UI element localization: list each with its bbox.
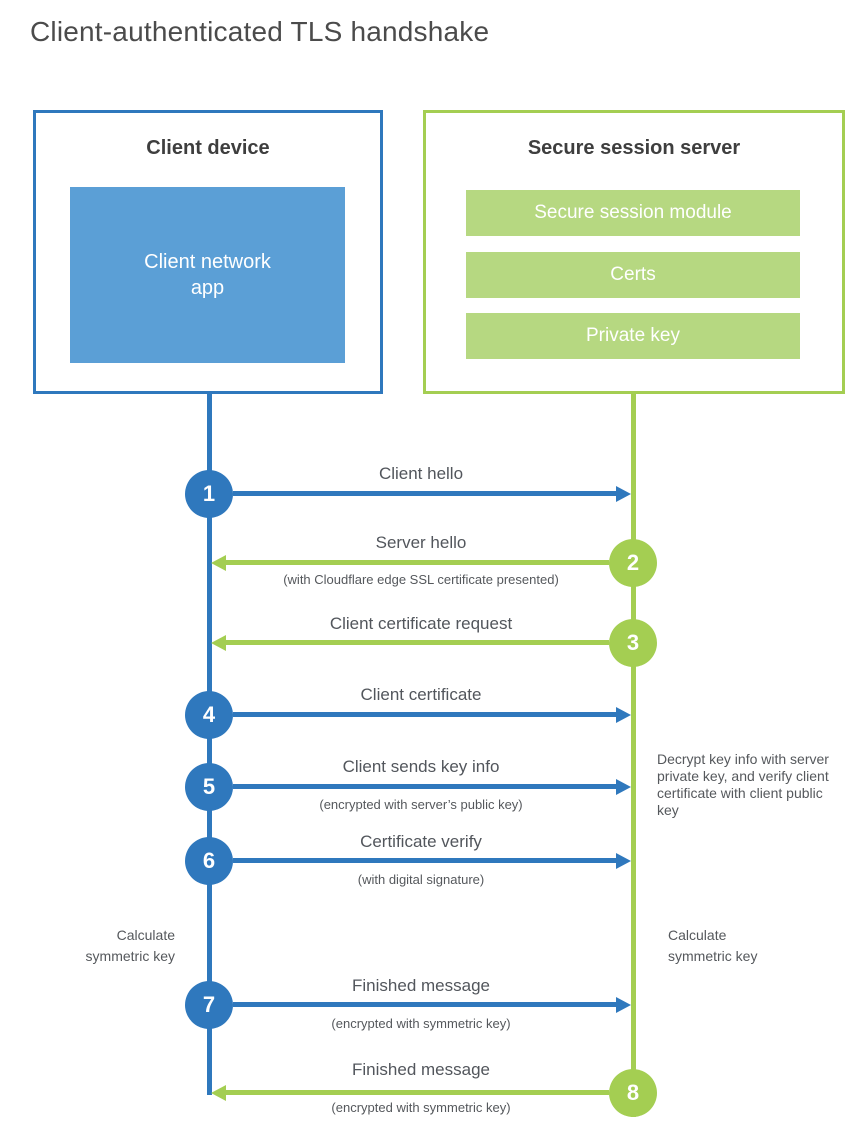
arrow-shaft [233,784,617,789]
note-calculate-symmetric-key-server: Calculate symmetric key [668,927,758,964]
step-circle-2: 2 [609,539,657,587]
arrowhead-right-icon [616,779,631,795]
note-decrypt-key-info: Decrypt key info with server private key… [657,751,829,818]
step-circle-5: 5 [185,763,233,811]
arrow-client-sends-key-info [211,779,631,795]
label-certificate-verify: Certificate verify [360,832,482,851]
step-circle-4: 4 [185,691,233,739]
arrowhead-right-icon [616,853,631,869]
sublabel-server-hello: (with Cloudflare edge SSL certificate pr… [283,572,559,587]
arrowhead-left-icon [211,555,226,571]
secure-session-server-title: Secure session server [527,137,741,159]
arrow-shaft [233,491,617,496]
arrowhead-right-icon [616,486,631,502]
arrow-shaft [225,1090,609,1095]
step-circle-3: 3 [609,619,657,667]
step-circle-7: 7 [185,981,233,1029]
arrow-server-hello [211,555,631,571]
label-client-sends-key-info: Client sends key info [342,757,500,776]
arrow-shaft [233,712,617,717]
sublabel-finished-message-server: (encrypted with symmetric key) [331,1100,511,1115]
sublabel-client-sends-key-info: (encrypted with server’s public key) [319,797,523,812]
arrowhead-right-icon [616,997,631,1013]
client-network-app-label: Client network app [144,251,271,299]
client-network-app-box: Client network app [70,187,345,363]
arrow-client-certificate [211,707,631,723]
sublabel-finished-message-client: (encrypted with symmetric key) [331,1016,511,1031]
server-module-certs: Certs [466,252,800,298]
label-client-certificate: Client certificate [360,685,482,704]
arrow-finished-message-server [211,1085,631,1101]
client-device-title: Client device [146,137,270,159]
arrow-shaft [233,858,617,863]
step-circle-6: 6 [185,837,233,885]
label-finished-message-client: Finished message [352,976,490,995]
label-server-hello: Server hello [375,533,467,552]
arrow-client-certificate-request [211,635,631,651]
server-lifeline [631,392,636,1117]
secure-session-server-box: Secure session server Secure session mod… [423,110,845,394]
arrow-shaft [225,640,609,645]
server-module-private-key: Private key [466,313,800,359]
label-client-certificate-request: Client certificate request [329,614,513,633]
note-calculate-symmetric-key-client: Calculate symmetric key [85,927,175,964]
arrowhead-right-icon [616,707,631,723]
arrow-shaft [225,560,609,565]
label-finished-message-server: Finished message [352,1060,490,1079]
step-circle-8: 8 [609,1069,657,1117]
arrowhead-left-icon [211,635,226,651]
label-client-hello: Client hello [378,464,464,483]
step-circle-1: 1 [185,470,233,518]
page-title: Client-authenticated TLS handshake [30,16,490,47]
arrow-shaft [233,1002,617,1007]
arrow-finished-message-client [211,997,631,1013]
arrow-certificate-verify [211,853,631,869]
server-module-secure-session-module: Secure session module [466,190,800,236]
sublabel-certificate-verify: (with digital signature) [357,872,485,887]
client-lifeline [207,392,212,1095]
client-device-box: Client device Client network app [33,110,383,394]
arrow-client-hello [211,486,631,502]
arrowhead-left-icon [211,1085,226,1101]
